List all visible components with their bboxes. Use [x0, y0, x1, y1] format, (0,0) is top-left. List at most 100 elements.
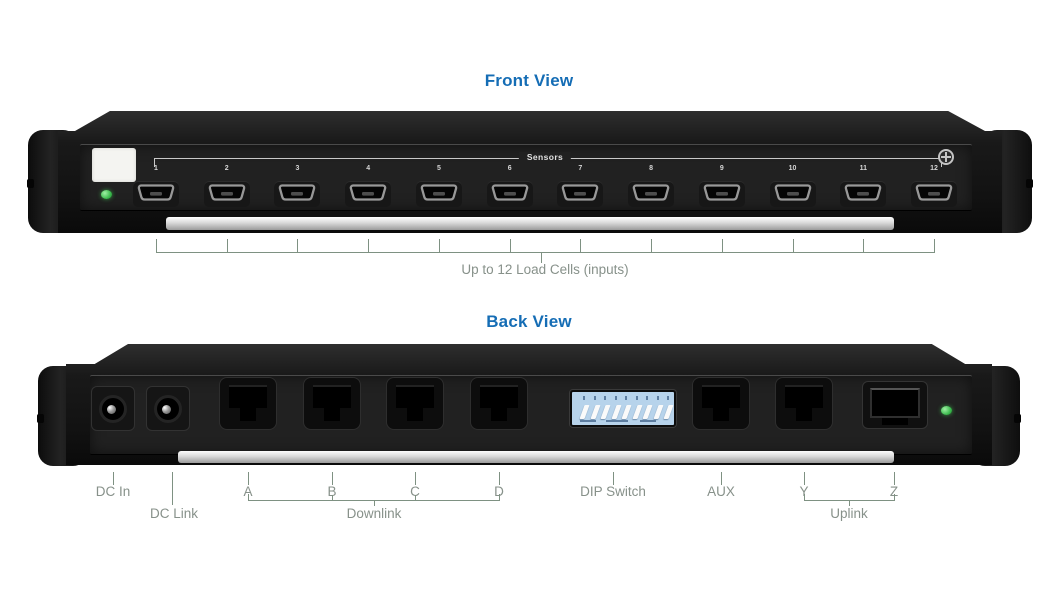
dip-footer-mark: [580, 420, 596, 422]
sensors-bracket-hook-left: [154, 158, 155, 167]
screw-icon: [938, 149, 954, 165]
load-cell-tick-2: [226, 239, 228, 252]
port-number: 8: [649, 165, 654, 172]
load-cell-tick-1: [156, 239, 157, 252]
port-number: 3: [295, 165, 300, 172]
port-number: 4: [366, 165, 371, 172]
dip-mark: [656, 396, 659, 400]
port-number: 12: [930, 165, 938, 172]
dip-mark: [646, 396, 648, 400]
dip-lever-3: [600, 405, 611, 419]
downlink-port-a: [219, 377, 277, 430]
dip-lever-7: [642, 405, 653, 419]
port-number: 9: [719, 165, 724, 172]
aux-opening: [702, 385, 740, 421]
front-base-bar: [166, 217, 894, 230]
dc-in-tick: [113, 472, 114, 485]
downlink-bracket-end-left: [248, 494, 249, 500]
front-view-title: Front View: [484, 71, 574, 90]
dc-in-pin: [107, 404, 116, 414]
dip-mark: [625, 396, 627, 400]
port-b-tick: [332, 472, 333, 485]
port-z-tick: [894, 472, 895, 485]
aux-tick: [721, 472, 722, 485]
port-y-tick: [804, 472, 805, 485]
uplink-bracket-end-left: [804, 494, 805, 500]
port-number: 10: [788, 165, 797, 172]
port-d-label: D: [494, 484, 504, 499]
load-cell-tick-11: [863, 239, 865, 252]
downlink-bracket-stem: [374, 500, 375, 506]
dip-lever-9: [663, 405, 674, 419]
port-number: 1: [154, 165, 158, 172]
port-number: 5: [436, 165, 441, 172]
uplink-port-y: [775, 377, 833, 430]
sensor-port-6: 6: [486, 165, 533, 207]
port-z-label: Z: [889, 484, 899, 499]
dc-link-port: [146, 386, 190, 431]
downlink-bracket-tick-c: [415, 495, 416, 500]
dc-link-label: DC Link: [149, 506, 199, 521]
dc-in-port: [91, 386, 135, 431]
dip-lever-6: [631, 405, 643, 419]
port-y-opening: [785, 385, 823, 421]
downlink-port-d: [470, 377, 528, 430]
back-base-bar: [178, 451, 894, 463]
port-a-label: A: [243, 484, 253, 499]
back-link-led: [941, 406, 952, 415]
back-device: [37, 344, 1021, 470]
load-cells-caption: Up to 12 Load Cells (inputs): [461, 262, 629, 277]
dc-link-pin: [162, 404, 171, 414]
downlink-port-b: [303, 377, 361, 430]
port-c-tick: [415, 472, 416, 485]
port-d-opening: [480, 385, 518, 421]
dip-mark: [635, 396, 638, 400]
sensors-group-label: Sensors: [518, 152, 572, 162]
downlink-label: Downlink: [346, 506, 402, 521]
downlink-bracket-tick-b: [332, 495, 333, 500]
aux-port: [692, 377, 750, 430]
sensor-port-4: 4: [345, 165, 392, 207]
port-b-label: B: [327, 484, 337, 499]
dc-link-tick: [172, 472, 173, 505]
sensor-port-9: 9: [698, 165, 745, 207]
dip-switch: [570, 390, 676, 427]
dip-footer-mark: [606, 420, 628, 422]
uplink-bracket-end-right: [894, 494, 895, 500]
dip-lever-1: [579, 405, 590, 419]
port-a-opening: [229, 385, 267, 421]
dip-footer-mark: [640, 420, 656, 422]
load-cell-tick-8: [651, 239, 653, 252]
load-cell-tick-6: [509, 239, 511, 252]
dip-mark: [593, 396, 596, 400]
load-cell-tick-7: [580, 239, 582, 252]
downlink-bracket-end-right: [499, 494, 500, 500]
load-cell-tick-5: [438, 239, 440, 252]
sensor-port-3: 3: [274, 165, 321, 207]
sensor-port-8: 8: [628, 165, 675, 207]
port-b-opening: [313, 385, 351, 421]
load-cell-tick-12: [934, 239, 936, 252]
port-z-opening: [870, 388, 920, 418]
downlink-port-c: [386, 377, 444, 430]
dip-lever-5: [621, 405, 632, 419]
dc-in-label: DC In: [95, 484, 131, 499]
uplink-label: Uplink: [830, 506, 868, 521]
back-view-title: Back View: [486, 312, 572, 331]
port-y-label: Y: [799, 484, 809, 499]
uplink-bracket-stem: [849, 500, 850, 506]
sensor-port-11: 11: [840, 165, 887, 207]
port-z-tab: [882, 418, 908, 425]
load-cell-bracket-stem: [541, 252, 542, 263]
dip-mark: [583, 396, 585, 400]
sensor-port-5: 5: [415, 165, 462, 207]
load-cell-tick-3: [297, 239, 299, 252]
port-number: 7: [578, 165, 583, 172]
label-sticker: [92, 148, 136, 182]
sensor-port-7: 7: [557, 165, 604, 207]
dip-switch-tick: [613, 472, 614, 485]
port-d-tick: [499, 472, 500, 485]
aux-label: AUX: [707, 484, 735, 499]
